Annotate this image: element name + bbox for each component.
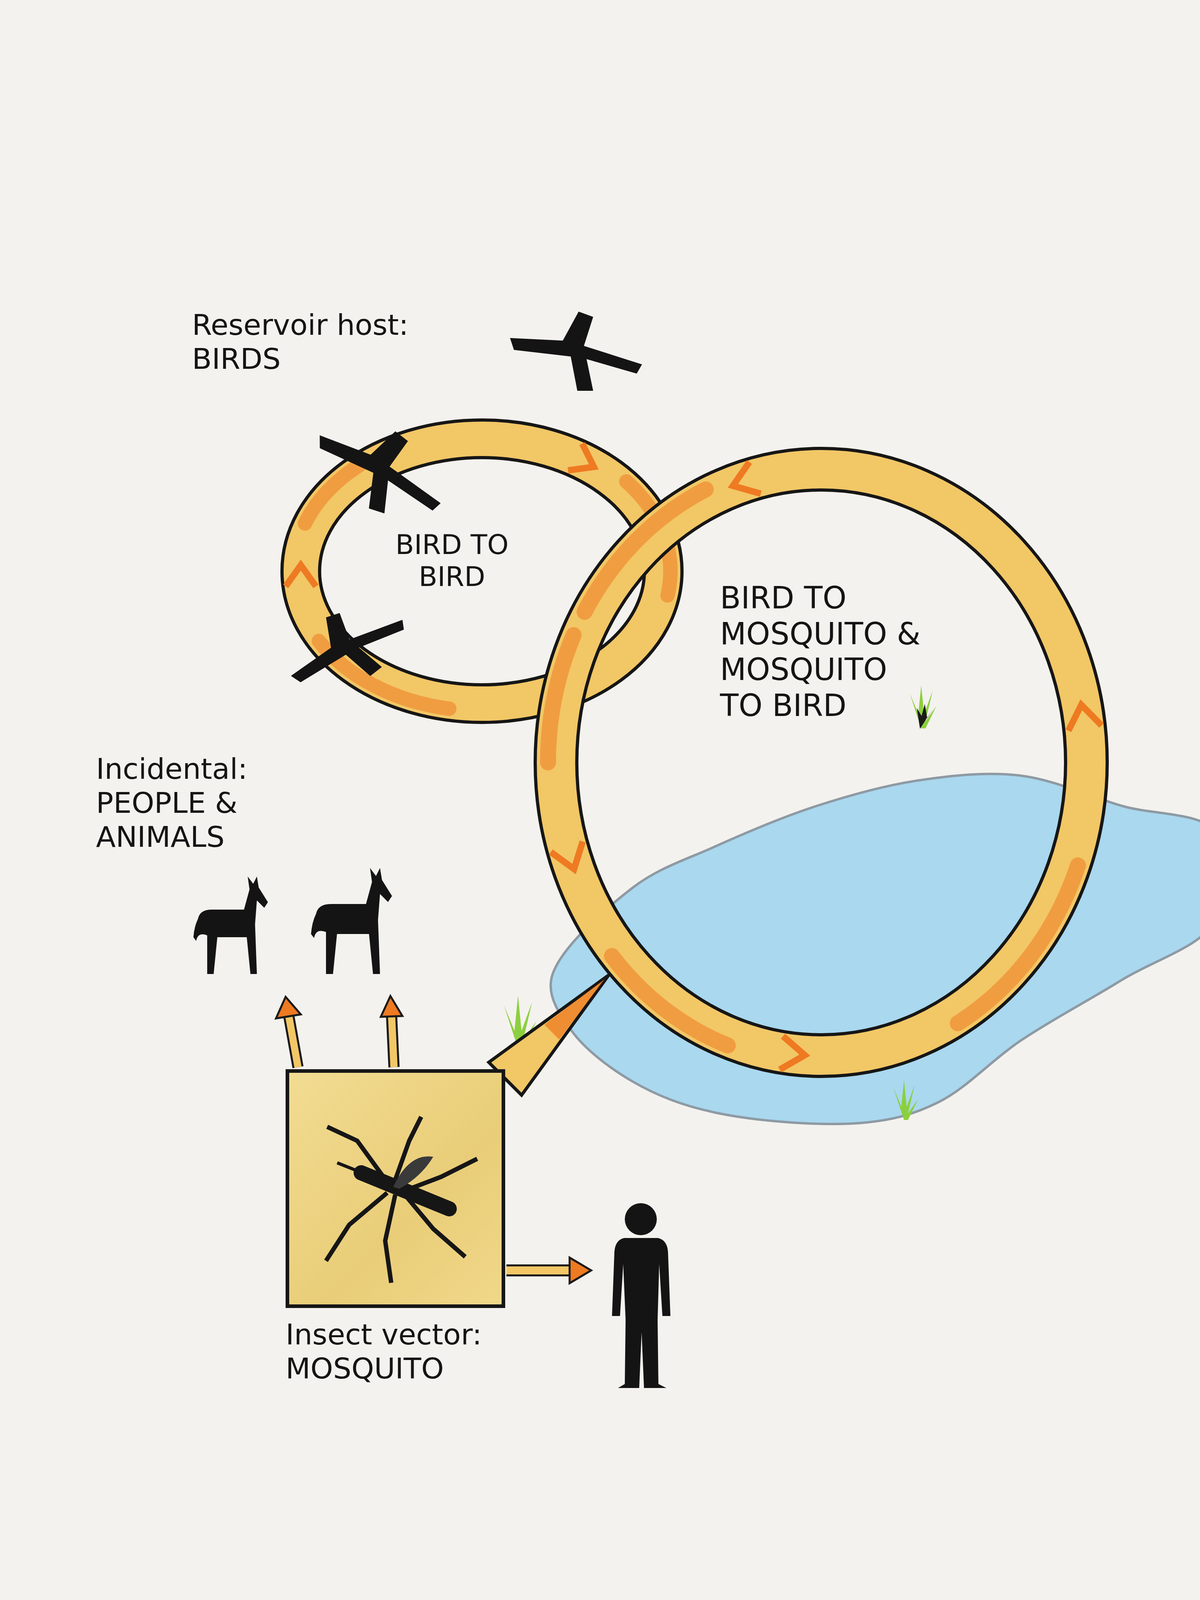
arrow-shaft-outline [288,1016,298,1068]
mosquito-leg [326,1192,388,1261]
direction-chevron [779,1036,805,1070]
cycle-loop: BIRD TO BIRD [264,402,700,740]
ring-shading [958,865,1078,1024]
cycle-ring [516,429,1127,1096]
person [612,1203,671,1388]
arrow-head [569,1257,592,1284]
direction-chevron [568,443,594,471]
arrow-to-horse [380,996,403,1068]
ring-band [300,438,664,704]
arrow-head [380,996,403,1017]
arrow-shaft [391,1016,394,1068]
direction-chevron [285,565,316,587]
ring-shading [626,481,671,596]
transmission-arrow [488,975,609,1096]
horse [193,876,268,974]
loop-label: BIRD TO BIRD [376,528,528,593]
vector-heading: Insect vector: MOSQUITO [285,1317,542,1386]
arrow-band [488,975,609,1096]
vector-box: Insect vector: MOSQUITO [285,1069,542,1386]
annotation-label: Reservoir host: BIRDS [192,308,464,376]
arrow-shaft-outline [391,1016,394,1068]
bird [276,581,418,715]
arrow-head [276,996,301,1019]
arrow-shaft [506,1266,572,1275]
mosquito-leg [385,1194,396,1283]
direction-chevron [732,462,761,494]
loop-label: BIRD TO MOSQUITO & MOSQUITO TO BIRD [720,580,932,724]
arrow-shaft-outline [506,1264,572,1277]
grass-shadow [916,704,932,729]
grass-tuft [909,685,937,729]
horse [311,868,393,974]
ring-shading [548,635,574,763]
pond [550,774,1200,1124]
vector-square [285,1069,506,1308]
cycle-loop: BIRD TO MOSQUITO & MOSQUITO TO BIRD [516,429,1127,1096]
direction-chevron [1068,704,1102,731]
ring-band [556,469,1087,1056]
text-slot: BIRD TO MOSQUITO & MOSQUITO TO BIRD [720,580,932,724]
direction-chevron [550,841,583,870]
arrow-to-person [506,1257,592,1284]
ring-outline [300,438,664,704]
bird [510,311,642,391]
grass-tuft [893,1080,918,1120]
arrow-to-horse [276,996,301,1068]
mosquito-wing [393,1156,434,1189]
text-slot: BIRD TO BIRD [376,528,528,593]
person-head [624,1203,657,1236]
ring-shading [318,641,450,709]
mosquito-proboscis [337,1162,358,1171]
bird [302,409,458,530]
arrow-shading [544,979,605,1040]
label-slot: Incidental: PEOPLE & ANIMALS [96,752,280,854]
label-slot: Reservoir host: BIRDS [192,308,464,376]
annotation-label: Incidental: PEOPLE & ANIMALS [96,752,280,854]
ring-shading [304,464,361,524]
mosquito-figure [289,1072,509,1312]
ring-shading [584,489,706,612]
ring-shading [612,956,728,1046]
arrow-shaft [288,1016,298,1068]
person-body [612,1238,671,1388]
ring-outline [556,469,1087,1056]
